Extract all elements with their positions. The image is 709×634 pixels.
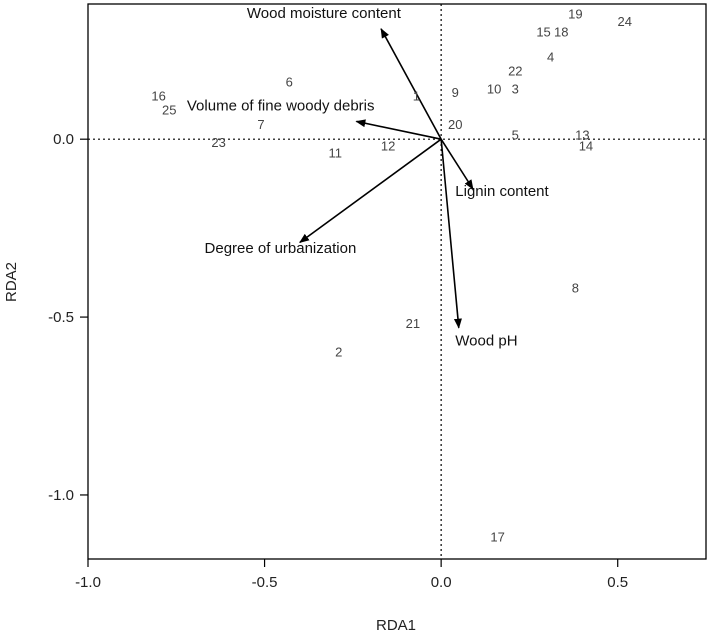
- site-label: 13: [575, 128, 589, 143]
- site-label: 14: [579, 138, 593, 153]
- site-label: 21: [406, 316, 420, 331]
- vector-arrow: [355, 119, 442, 140]
- vector-label: Volume of fine woody debris: [187, 98, 375, 115]
- site-label: 11: [328, 145, 342, 160]
- x-axis: -1.0 -0.5 0.0 0.5: [75, 559, 628, 591]
- y-axis-title: RDA2: [3, 262, 20, 302]
- site-label: 17: [490, 530, 504, 545]
- site-label: 15: [536, 24, 550, 39]
- x-tick-label: -0.5: [252, 574, 278, 591]
- vector-label: Lignin content: [455, 183, 549, 200]
- site-label: 5: [512, 128, 519, 143]
- site-label: 22: [508, 64, 522, 79]
- site-label: 16: [151, 89, 165, 104]
- site-label: 9: [452, 85, 459, 100]
- zero-lines: [88, 4, 706, 559]
- site-label: 7: [257, 117, 264, 132]
- site-label: 24: [618, 14, 632, 29]
- site-label: 12: [381, 138, 395, 153]
- site-label: 10: [487, 81, 501, 96]
- y-tick-label: -1.0: [48, 487, 74, 504]
- site-label: 25: [162, 103, 176, 118]
- site-label: 23: [211, 135, 225, 150]
- plot-frame: [87, 3, 707, 560]
- site-label: 18: [554, 24, 568, 39]
- x-tick-label: 0.0: [431, 574, 452, 591]
- vector-arrow: [380, 28, 442, 140]
- site-label: 20: [448, 117, 462, 132]
- vector-arrow: [440, 139, 462, 329]
- vector-label: Degree of urbanization: [205, 240, 357, 257]
- y-axis: -1.0 -0.5 0.0: [48, 131, 88, 504]
- y-tick-label: 0.0: [53, 131, 74, 148]
- site-label: 6: [286, 74, 293, 89]
- x-tick-label: 0.5: [607, 574, 628, 591]
- x-axis-title: RDA1: [376, 617, 416, 634]
- site-label: 1: [413, 89, 420, 104]
- y-tick-label: -0.5: [48, 309, 74, 326]
- site-label: 19: [568, 7, 582, 22]
- vector-arrow: [299, 138, 442, 244]
- x-tick-label: -1.0: [75, 574, 101, 591]
- vector-arrow: [440, 138, 474, 190]
- site-label: 2: [335, 345, 342, 360]
- site-label: 4: [547, 49, 554, 64]
- vector-label: Wood moisture content: [247, 5, 402, 22]
- vector-label: Wood pH: [455, 333, 517, 350]
- site-label: 3: [512, 81, 519, 96]
- site-label: 8: [572, 281, 579, 296]
